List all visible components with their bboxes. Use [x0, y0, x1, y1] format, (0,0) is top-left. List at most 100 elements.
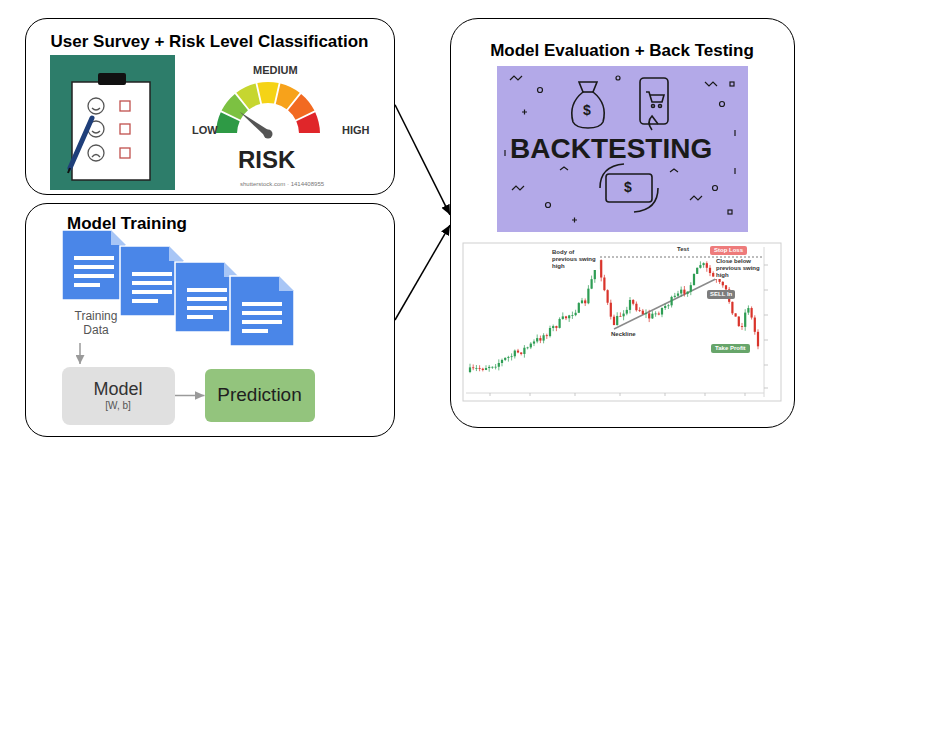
candle	[655, 311, 657, 316]
candle	[498, 359, 500, 370]
model-box: Model[W, b]	[62, 367, 175, 425]
money-bag-icon	[572, 82, 605, 128]
candle	[549, 326, 551, 338]
candle	[693, 273, 695, 285]
candle	[488, 365, 490, 372]
candle	[677, 291, 679, 298]
candle	[709, 265, 711, 276]
image-title: BACKTESTING	[510, 133, 712, 165]
candle	[555, 326, 557, 332]
candle	[581, 298, 583, 304]
candle	[754, 315, 756, 334]
candle	[703, 262, 705, 267]
candle	[674, 293, 676, 298]
candle	[552, 325, 554, 332]
chart-tag: SELL In	[707, 290, 735, 299]
candle	[671, 296, 673, 308]
candle	[479, 365, 481, 371]
candle	[664, 304, 666, 310]
data-arrow	[79, 343, 81, 364]
gauge-title: RISK	[238, 146, 295, 174]
gauge-segment	[257, 82, 278, 104]
candle	[536, 334, 538, 343]
candle	[661, 307, 663, 317]
box-sublabel: [W, b]	[105, 400, 131, 412]
candle	[658, 312, 660, 316]
chart-tag: Stop Loss	[710, 246, 747, 255]
candle	[514, 349, 516, 358]
candle	[575, 310, 577, 317]
flow-arrow	[395, 225, 450, 320]
box-label: Model	[93, 379, 142, 401]
candle	[562, 312, 564, 319]
axis-ticks	[490, 265, 768, 396]
candle	[744, 309, 746, 331]
survey-ground	[50, 55, 175, 190]
candle	[610, 300, 612, 320]
stage-panel: User Survey + Risk Level Classification	[25, 18, 395, 195]
flow-arrow	[175, 395, 205, 397]
candle	[632, 299, 634, 305]
document-icon	[230, 276, 294, 346]
candle	[578, 302, 580, 313]
clipboard-clip	[98, 73, 126, 85]
candle	[507, 356, 509, 362]
candle	[546, 334, 548, 339]
candle	[485, 365, 487, 370]
gauge-label: MEDIUM	[253, 64, 298, 77]
candle	[731, 302, 733, 315]
candle	[475, 365, 477, 371]
risk-gauge	[216, 82, 320, 139]
candle	[738, 316, 740, 327]
candle	[735, 313, 737, 316]
candle	[607, 289, 609, 305]
candle	[501, 359, 503, 367]
candle	[648, 310, 650, 322]
candle	[600, 259, 602, 281]
candle	[690, 282, 692, 295]
training-documents	[62, 230, 294, 346]
candle	[495, 364, 497, 369]
watermark: shutterstock.com · 1414408955	[240, 181, 324, 188]
prediction-box: Prediction	[205, 369, 315, 422]
chart-frame	[463, 243, 781, 401]
candle	[491, 366, 493, 369]
candle	[571, 312, 573, 319]
candle	[741, 323, 743, 330]
candle	[594, 269, 596, 282]
candle	[712, 271, 714, 276]
candle	[642, 309, 644, 315]
gauge-label: LOW	[192, 124, 218, 137]
gauge-segment	[236, 84, 260, 110]
candle	[523, 345, 525, 358]
chart-annotation: Close below previous swing high	[715, 258, 763, 279]
candle	[511, 353, 513, 360]
candle	[482, 368, 484, 372]
phone-cart-icon	[640, 78, 668, 130]
candle	[539, 336, 541, 344]
gauge-hub	[264, 130, 273, 139]
candle	[651, 311, 653, 319]
candle	[533, 339, 535, 346]
candle	[696, 267, 698, 273]
chart-annotation: Body of previous swing high	[551, 249, 599, 270]
candle	[613, 315, 615, 325]
chart-annotation: Test	[676, 246, 690, 253]
candle	[706, 261, 708, 271]
chart-tag: Take Profit	[711, 344, 750, 353]
candle	[626, 307, 628, 315]
currency-sign: $	[624, 179, 632, 195]
candle	[629, 297, 631, 313]
candle	[584, 298, 586, 306]
backtesting-doodles	[505, 76, 735, 223]
candle	[603, 275, 605, 291]
candle	[527, 347, 529, 350]
candle	[667, 304, 669, 309]
candle	[568, 315, 570, 322]
candle	[504, 357, 506, 361]
data-label: Training Data	[70, 310, 122, 338]
candle	[616, 312, 618, 325]
chart-annotation: Neckline	[610, 331, 637, 338]
candle	[559, 317, 561, 328]
